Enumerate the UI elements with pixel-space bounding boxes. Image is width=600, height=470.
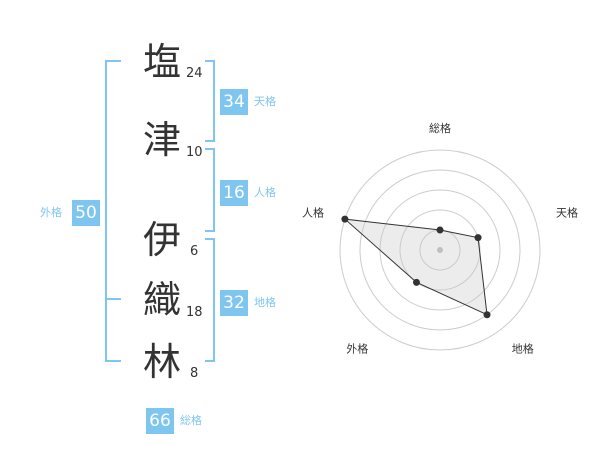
name-char-1: 塩 <box>142 40 181 84</box>
radar-point-5 <box>341 215 349 223</box>
name-char-2: 津 <box>142 118 181 162</box>
radar-series-polygon <box>343 218 488 316</box>
radar-grid-ring <box>339 149 541 351</box>
chikaku-bracket <box>205 238 215 362</box>
jinkaku-label: 人格 <box>254 186 276 199</box>
radar-axis-label-3: 地格 <box>512 342 534 356</box>
stroke-count-3: 6 <box>190 244 199 259</box>
radar-axis-label-1: 総格 <box>429 121 451 135</box>
radar-center <box>437 247 443 253</box>
jinkaku-bracket <box>205 148 215 232</box>
stroke-count-1: 24 <box>186 66 203 81</box>
name-char-5: 林 <box>142 340 181 384</box>
soukaku-label: 総格 <box>180 414 202 427</box>
name-char-4: 織 <box>142 278 181 322</box>
radar-axis-label-2: 天格 <box>556 205 578 219</box>
stroke-count-4: 18 <box>186 305 203 320</box>
chikaku-value: 32 <box>220 290 248 316</box>
radar-point-2 <box>474 234 482 242</box>
gaikaku-label: 外格 <box>40 206 62 219</box>
radar-point-4 <box>412 278 420 286</box>
gaikaku-value: 50 <box>72 200 100 226</box>
gaikaku-bracket <box>105 60 121 362</box>
radar-grid-ring <box>359 169 521 331</box>
name-char-3: 伊 <box>142 218 181 262</box>
tenkaku-value: 34 <box>220 89 248 115</box>
tenkaku-label: 天格 <box>254 95 276 108</box>
radar-point-1 <box>436 226 444 234</box>
radar-grid-ring <box>399 209 481 291</box>
radar-axis-label-4: 外格 <box>346 342 368 356</box>
stroke-count-5: 8 <box>190 366 199 381</box>
gaikaku-bracket-tick <box>105 298 121 300</box>
radar-axis-label-5: 人格 <box>302 205 324 219</box>
stroke-count-2: 10 <box>186 145 203 160</box>
jinkaku-value: 16 <box>220 180 248 206</box>
radar-point-3 <box>483 311 491 319</box>
tenkaku-bracket <box>205 60 215 142</box>
chikaku-label: 地格 <box>254 296 276 309</box>
soukaku-value: 66 <box>146 408 174 434</box>
